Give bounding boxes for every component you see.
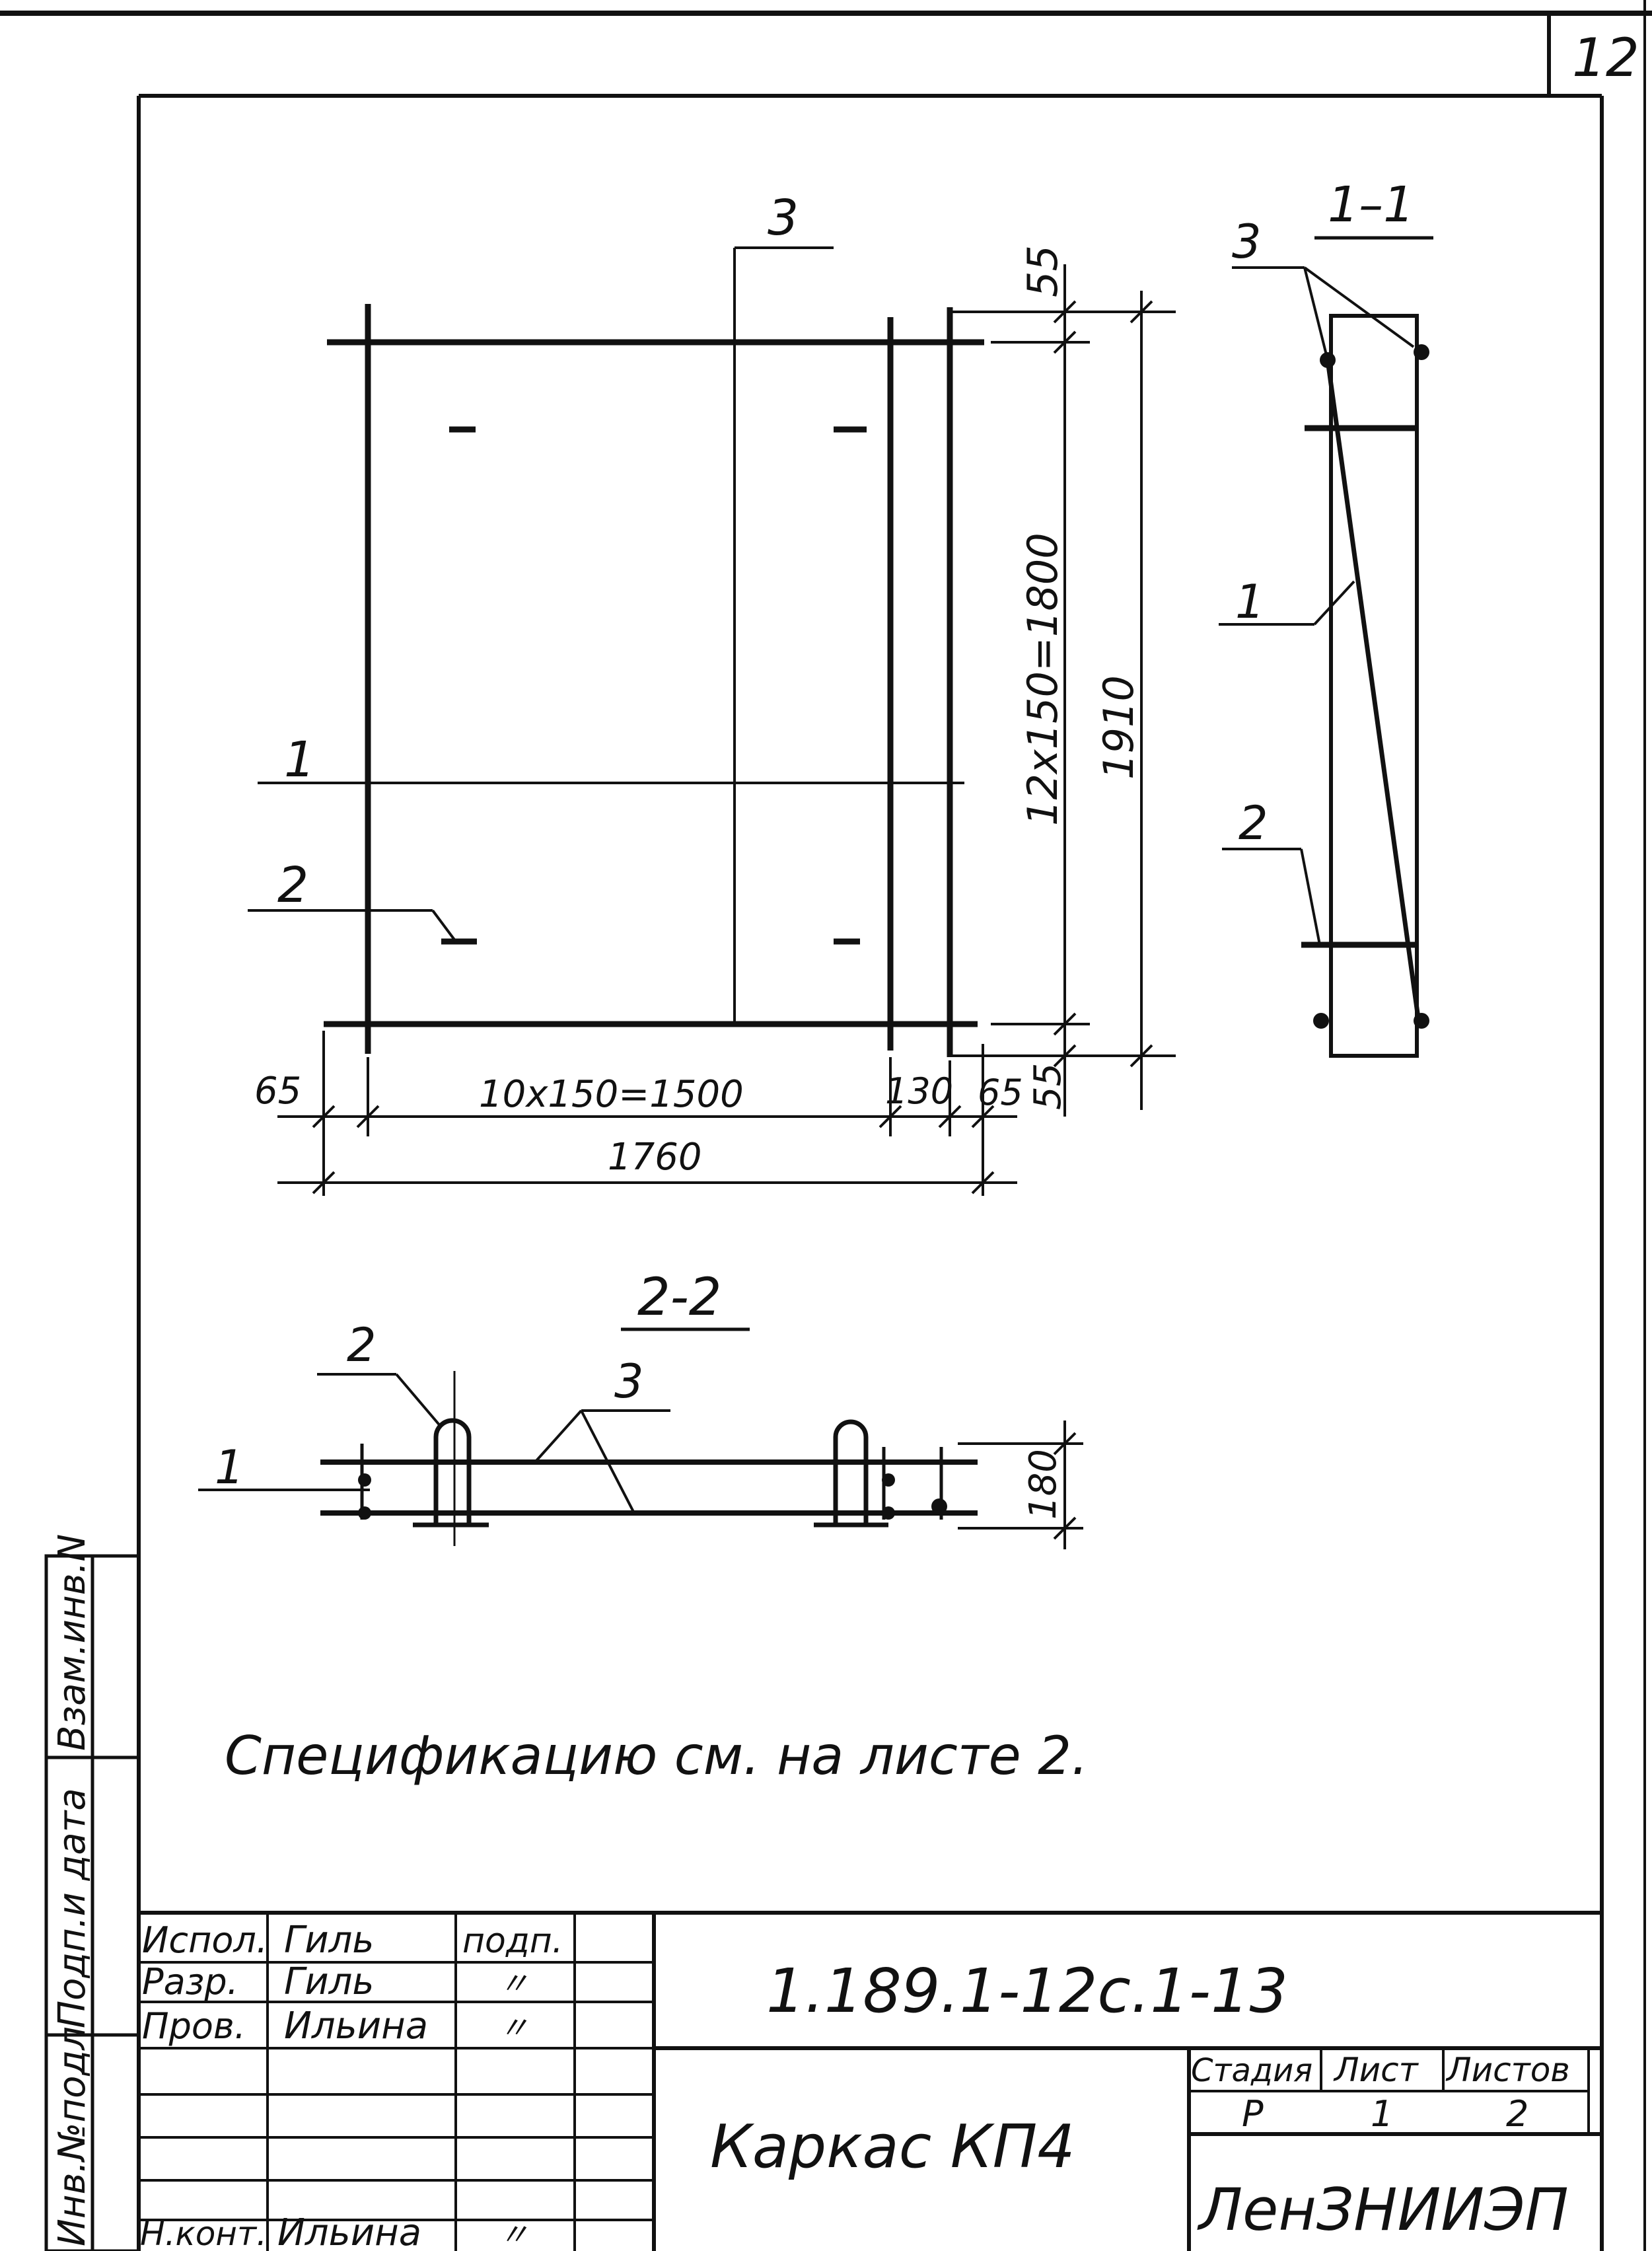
stamp-sign-date: Подп.и дата: [51, 1788, 94, 2028]
section-2-2-dots: [358, 1473, 947, 1520]
section-1-1: 1–1 3 1 2: [1219, 176, 1433, 1058]
tb-row2-name: Гиль: [284, 1960, 374, 2003]
tb-organization: ЛенЗНИИЭП: [1197, 2176, 1569, 2244]
plan-dim-spacing-h: 10х150=1500: [479, 1073, 744, 1116]
tb-row7-sign: 〃: [499, 2217, 529, 2251]
section-2-2-loops: [413, 1418, 888, 1528]
section-2-2-pos-2: 2: [347, 1318, 377, 1372]
stamp-inv-repl: Взам.инв.N: [51, 1534, 94, 1751]
tb-row2-role: Разр.: [142, 1961, 238, 2003]
tb-row1-sign: подп.: [462, 1921, 563, 1961]
plan-view: 3 1 2 55 12х150=1800 1910 55: [248, 190, 1176, 1196]
corner-mark: 12: [1572, 27, 1639, 89]
tb-sheet-value: 1: [1371, 2093, 1393, 2135]
plan-leaders: [248, 246, 964, 943]
tb-row3-name: Ильина: [284, 2005, 428, 2048]
specification-note: Спецификацию см. на листе 2.: [225, 1725, 1088, 1787]
side-stamp: Инв.№подл Подп.и дата Взам.инв.N: [44, 1534, 141, 2251]
plan-cross-bars: [365, 304, 953, 1057]
plan-pos2-marks: [441, 426, 867, 945]
tb-row1-name: Гиль: [284, 1919, 374, 1962]
tb-sheets-value: 2: [1506, 2093, 1528, 2135]
plan-dim-total-h: 1760: [608, 1136, 702, 1179]
plan-pos-2: 2: [277, 857, 308, 914]
section-2-2-pos-1: 1: [215, 1440, 244, 1495]
plan-dim-bottom: 55: [1026, 1063, 1069, 1110]
section-1-1-leaders: [1219, 266, 1415, 945]
tb-row2-sign: 〃: [499, 1966, 529, 2001]
tb-sheets-label: Листов: [1445, 2051, 1570, 2089]
title-block: Испол. Гиль подп. Разр. Гиль 〃 Пров. Иль…: [139, 1911, 1602, 2251]
section-2-2-bars: [320, 1459, 978, 1516]
tb-stage-label: Стадия: [1191, 2052, 1312, 2089]
section-2-2-cross-bars: [360, 1371, 943, 1546]
plan-longitudinal-bars: [324, 339, 984, 1027]
section-1-1-pos-1: 1: [1235, 575, 1265, 629]
plan-dim-130: 130: [885, 1070, 953, 1112]
section-1-1-pos-3: 3: [1232, 215, 1262, 269]
plan-dim-left: 65: [254, 1070, 301, 1113]
section-2-2: 2-2: [198, 1268, 1083, 1549]
plan-dim-spacing-v: 12х150=1800: [1019, 533, 1067, 826]
plan-vertical-dimensions: [951, 264, 1176, 1117]
tb-row7-role: Н.конт.: [140, 2215, 267, 2251]
section-2-2-pos-3: 3: [614, 1354, 644, 1409]
plan-dim-right: 65: [978, 1072, 1023, 1113]
plan-dim-top: 55: [1019, 245, 1067, 297]
section-2-2-title: 2-2: [637, 1268, 721, 1327]
plan-dim-total-v: 1910: [1095, 675, 1143, 780]
section-1-1-diagonal: [1325, 359, 1421, 1023]
tb-doc-code: 1.189.1-12с.1-13: [766, 1956, 1288, 2026]
section-1-1-title: 1–1: [1328, 176, 1414, 233]
section-1-1-outline: [1329, 314, 1419, 1058]
plan-pos-1: 1: [284, 731, 315, 788]
section-2-2-dimension: [958, 1421, 1083, 1549]
tb-row7-name: Ильина: [277, 2211, 421, 2251]
tb-stage-value: Р: [1242, 2093, 1264, 2135]
plan-pos-3: 3: [768, 190, 799, 246]
plan-horizontal-dimensions: [277, 1031, 1017, 1196]
tb-row3-sign: 〃: [499, 2010, 529, 2046]
section-1-1-bars: [1301, 425, 1417, 948]
stamp-inv-orig: Инв.№подл: [51, 2026, 94, 2246]
section-1-1-pos-2: 2: [1239, 796, 1268, 850]
tb-row1-role: Испол.: [142, 1919, 268, 1961]
tb-sheet-label: Лист: [1333, 2051, 1419, 2089]
section-2-2-dim-height: 180: [1022, 1449, 1065, 1520]
section-2-2-leaders: [198, 1373, 670, 1514]
tb-row3-role: Пров.: [142, 2005, 246, 2047]
tb-item-name: Каркас КП4: [710, 2112, 1075, 2182]
